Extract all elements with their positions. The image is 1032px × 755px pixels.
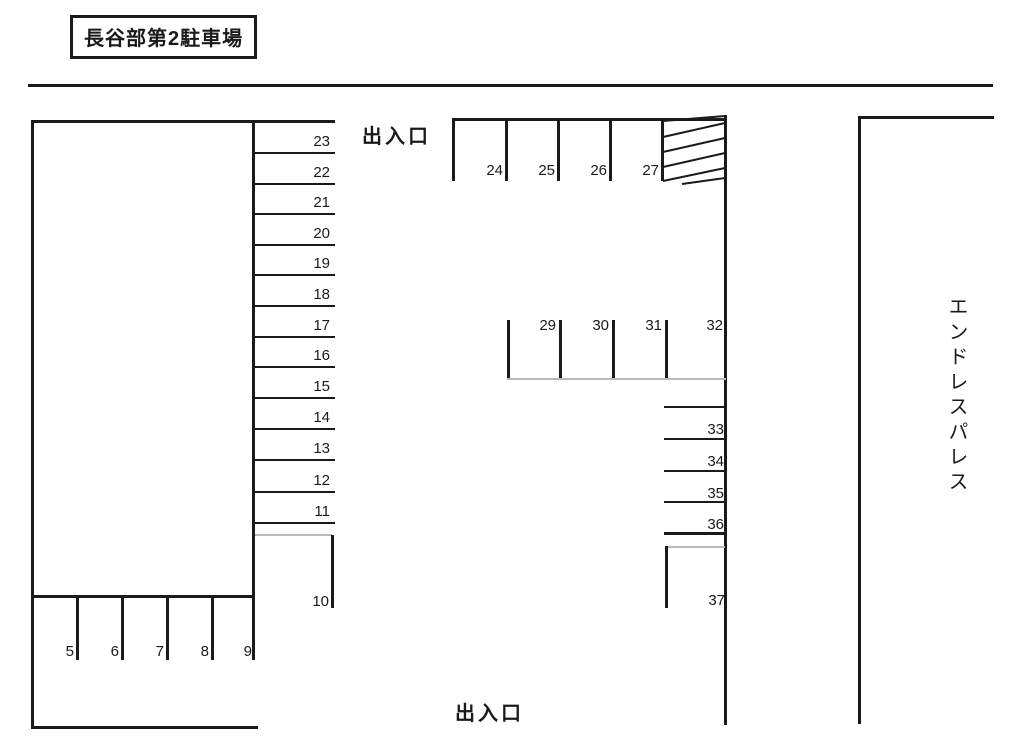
stall-divider [211, 596, 214, 660]
stall-divider [559, 320, 562, 380]
hatched-area [662, 115, 726, 185]
stall-11-label: 11 [314, 503, 330, 520]
stall-7-label: 7 [155, 643, 164, 660]
entrance-label-top: 出入口 [362, 126, 431, 148]
stall-line [253, 522, 335, 524]
stall-19-label: 19 [313, 255, 330, 272]
stall-line [253, 274, 335, 276]
stall-10-label: 10 [312, 593, 329, 610]
stall-line [664, 470, 726, 472]
entrance-label-bottom: 出入口 [455, 703, 524, 725]
stall-column-top-line [255, 120, 335, 123]
stall-30-label: 30 [592, 317, 609, 334]
left-lot-outline [31, 120, 255, 598]
stall-35-label: 35 [707, 485, 724, 502]
stall-divider [557, 118, 560, 181]
building-name: エンドレスパレス [945, 296, 967, 496]
stall-23-label: 23 [313, 133, 330, 150]
stall-line [664, 532, 726, 535]
top-row-top-line [452, 118, 727, 121]
stall-divider [612, 320, 615, 380]
stall-line [253, 305, 335, 307]
bottom-boundary-line [31, 726, 258, 729]
stall-divider [665, 546, 668, 608]
stall-divider [452, 118, 455, 181]
page-title: 長谷部第2駐車場 [84, 28, 244, 50]
stall-line [253, 213, 335, 215]
stall-25-label: 25 [538, 162, 555, 179]
stall-32-label: 32 [706, 317, 723, 334]
stall-line [253, 336, 335, 338]
stall-8-label: 8 [200, 643, 209, 660]
stall-divider [76, 596, 79, 660]
stall-line [253, 244, 335, 246]
center-boundary-line [724, 115, 727, 725]
stall-line-faint [255, 534, 332, 536]
left-boundary-line [31, 596, 34, 729]
stall-13-label: 13 [313, 440, 330, 457]
stall-22-label: 22 [313, 164, 330, 181]
stall-15-label: 15 [313, 378, 330, 395]
stall-18-label: 18 [313, 286, 330, 303]
stall-20-label: 20 [313, 225, 330, 242]
stall-line [664, 501, 726, 503]
stall-line [253, 459, 335, 461]
stall-divider [609, 118, 612, 181]
stall-12-label: 12 [313, 472, 330, 489]
stall-divider [252, 596, 255, 660]
stall-line-faint [507, 378, 726, 380]
stall-line [253, 491, 335, 493]
stall-line [664, 438, 726, 440]
stall-37-label: 37 [708, 592, 725, 609]
stall-16-label: 16 [313, 347, 330, 364]
stall-divider [121, 596, 124, 660]
stall-27-label: 27 [642, 162, 659, 179]
stall-divider [507, 320, 510, 380]
title-box: 長谷部第2駐車場 [70, 15, 258, 59]
stall-17-label: 17 [313, 317, 330, 334]
stall-9-label: 9 [243, 643, 252, 660]
building-boundary-line [858, 116, 861, 724]
stall-divider [331, 535, 334, 608]
stall-divider [166, 596, 169, 660]
stall-26-label: 26 [590, 162, 607, 179]
stall-6-label: 6 [110, 643, 119, 660]
stall-21-label: 21 [313, 194, 330, 211]
stall-33-label: 33 [707, 421, 724, 438]
stall-line [253, 183, 335, 185]
stall-line [253, 366, 335, 368]
stall-29-label: 29 [539, 317, 556, 334]
stall-34-label: 34 [707, 453, 724, 470]
stall-line [253, 428, 335, 430]
stall-divider [505, 118, 508, 181]
building-top-line [858, 116, 994, 119]
stall-line-faint [667, 546, 725, 548]
stall-24-label: 24 [486, 162, 503, 179]
road-line [28, 84, 993, 87]
stall-line [253, 152, 335, 154]
stall-line [664, 406, 726, 408]
stall-line [253, 397, 335, 399]
stall-36-label: 36 [707, 516, 724, 533]
stall-divider [665, 320, 668, 380]
stall-31-label: 31 [645, 317, 662, 334]
stall-14-label: 14 [313, 409, 330, 426]
stall-5-label: 5 [65, 643, 74, 660]
